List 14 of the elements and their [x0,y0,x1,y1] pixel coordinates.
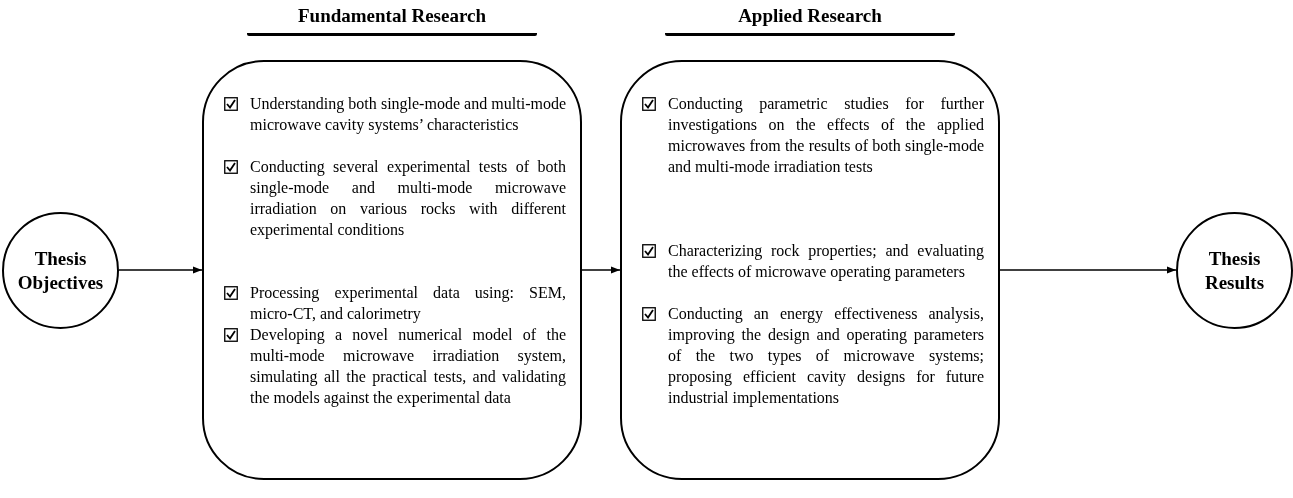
arrow [581,266,621,274]
bullet-text: Characterizing rock properties; and evaluating the effects of microwave operating parameters [668,241,984,282]
bullet-text: Conducting an energy effectiveness analysis, improving the design and operating parameters of the two types of microwave systems; proposing efficient cavity designs for future industrial implementations [668,304,984,408]
arrow [118,266,203,274]
arrow [999,266,1177,274]
bullet-text: Understanding both single-mode and multi-mode microwave cavity systems’ characteristics [250,94,566,135]
node-label: Thesis Objectives [16,246,105,295]
bullet-text: Conducting parametric studies for further investigations on the effects of the applied microwaves from the results of both single-mode and multi-mode irradiation tests [668,94,984,177]
section-heading: Applied Research [665,4,955,36]
section-heading: Fundamental Research [247,4,537,36]
bullet-text: Developing a novel numerical model of the multi-mode microwave irradiation system, simulating all the practical tests, and validating the models against the experimental data [250,325,566,408]
node-label: Thesis Results [1203,246,1266,295]
bullet-text: Processing experimental data using: SEM, micro-CT, and calorimetry [250,283,566,324]
bullet-text: Conducting several experimental tests of both single-mode and multi-mode microwave irradiation on various rocks with different experimental conditions [250,157,566,240]
